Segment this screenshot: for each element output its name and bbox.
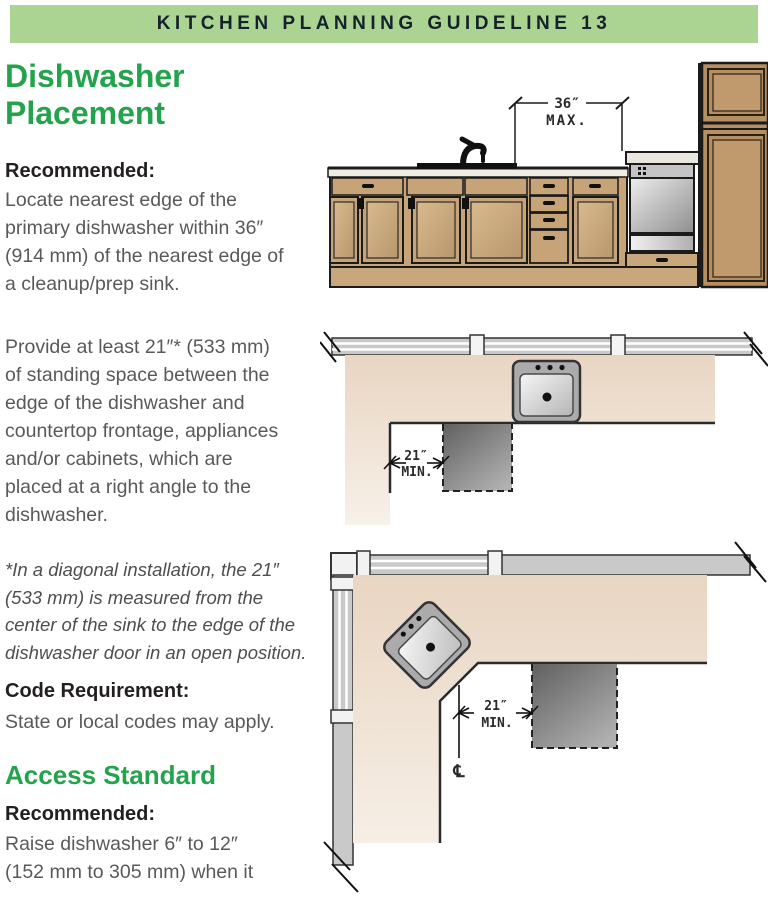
left-wall-break [323, 841, 359, 893]
drawer-handles [362, 184, 601, 188]
sink-drain [426, 642, 436, 652]
diagonal-footnote: *In a diagonal installation, the 21″ (53… [5, 559, 307, 663]
tall-cabinet [698, 61, 768, 289]
dishwasher-dashed-outline [531, 664, 618, 749]
dimension-21-min [383, 455, 450, 470]
sink-drain [542, 392, 552, 402]
code-requirement-label: Code Requirement: [5, 680, 190, 702]
dim-qualifier-max: MAX. [546, 113, 588, 129]
dimension-21-min-corner [452, 705, 539, 720]
plan-view-figure: 21″ MIN. [320, 331, 768, 525]
header-title: KITCHEN PLANNING GUIDELINE 13 [156, 13, 612, 34]
cabinet-doors [329, 196, 619, 264]
access-recommended-label: Recommended: [5, 803, 156, 825]
recommended-paragraph: Locate nearest edge of the primary dishw… [5, 189, 284, 295]
countertop-plan [345, 355, 715, 525]
corner-countertop [353, 575, 707, 843]
top-wall-break [734, 541, 767, 583]
dishwasher-controls [638, 167, 646, 175]
standing-space-paragraph: Provide at least 21″* (533 mm) of standi… [5, 336, 279, 526]
access-paragraph: Raise dishwasher 6″ to 12″ (152 mm to 30… [5, 833, 254, 883]
dishwasher-dashed-outline [442, 424, 513, 492]
drawer-stack [529, 195, 569, 264]
sink-plan [511, 359, 582, 424]
access-standard-heading: Access Standard [5, 760, 216, 790]
wall-plan [320, 331, 768, 367]
dim-value-21: 21″ [404, 449, 427, 464]
faucet-holes [400, 615, 422, 637]
dim-qualifier-min: MIN. [401, 465, 432, 480]
dishwasher-open-door [443, 424, 512, 491]
left-wall-plan [323, 574, 359, 893]
dishwasher-open-door [532, 664, 617, 748]
door-hinges [357, 198, 469, 209]
wall-break-marks [320, 331, 768, 367]
dim-qualifier-min: MIN. [481, 716, 512, 731]
centerline-symbol: ℄ [453, 762, 466, 782]
dimension-36-max [508, 96, 630, 167]
text-column: Dishwasher Placement Recommended: Locate… [5, 0, 317, 908]
code-requirement-text: State or local codes may apply. [5, 711, 275, 733]
page-title: Dishwasher Placement [5, 58, 185, 131]
dishwasher-door [629, 177, 695, 234]
sink-rim [417, 163, 517, 169]
toe-kick [329, 264, 699, 288]
dim-value-21: 21″ [484, 699, 507, 714]
dim-value-36: 36″ [554, 96, 579, 112]
header-banner: KITCHEN PLANNING GUIDELINE 13 [10, 5, 758, 43]
elevation-figure: 36″ MAX. [327, 61, 768, 289]
diagonal-sink [383, 601, 471, 689]
faucet-icon [459, 136, 487, 168]
drawer-row [331, 177, 619, 196]
faucet-holes [535, 364, 565, 371]
corner-counter-edge [438, 661, 707, 843]
corner-plan-figure: ℄ 21″ MIN. [323, 541, 767, 893]
dishwasher [625, 151, 701, 268]
recommended-label: Recommended: [5, 160, 156, 182]
